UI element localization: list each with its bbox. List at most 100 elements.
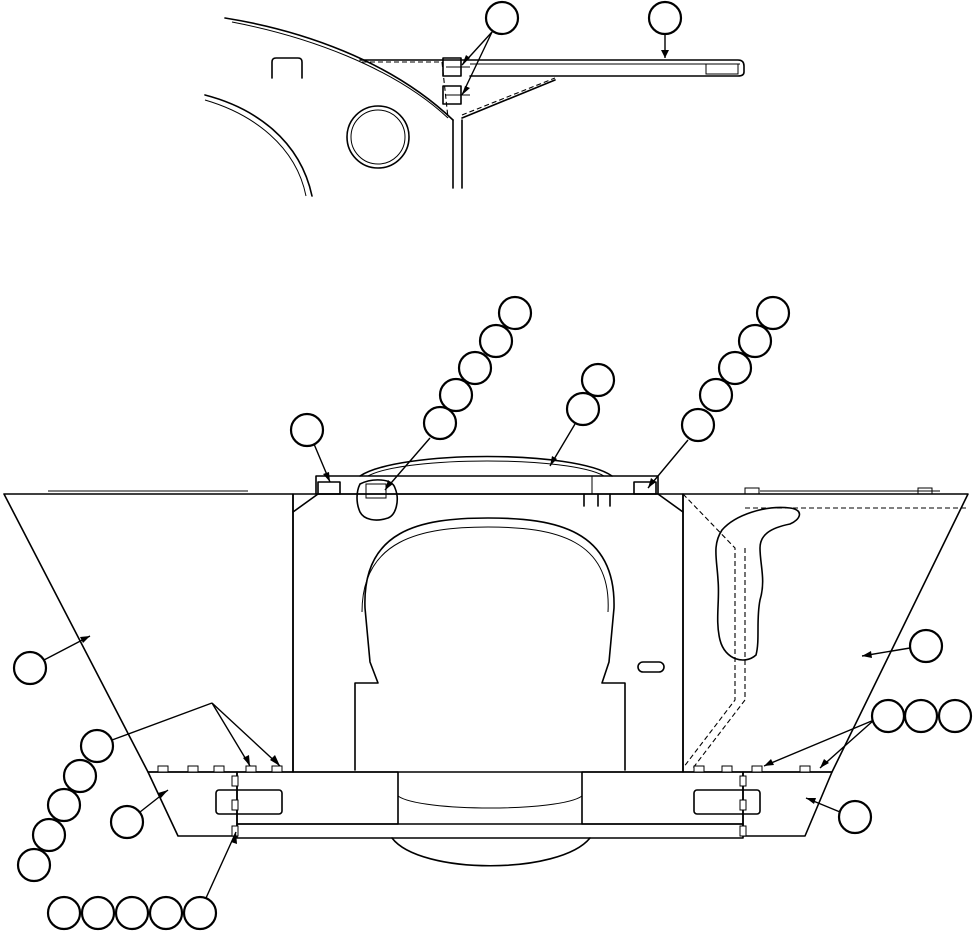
callout-balloon xyxy=(647,0,683,36)
arrowhead xyxy=(806,798,816,804)
arrowhead xyxy=(231,832,237,844)
right-top-tab-1 xyxy=(744,487,760,495)
arrowhead xyxy=(550,456,557,466)
callout-balloon xyxy=(580,362,616,398)
arrowhead xyxy=(462,86,470,95)
right-corner-brace xyxy=(657,493,684,513)
arrowhead xyxy=(158,790,168,798)
callout-balloon xyxy=(680,407,716,443)
callout-balloon xyxy=(438,377,474,413)
top-dome-inner xyxy=(367,460,605,477)
callout-balloon xyxy=(109,804,145,840)
right-top-tab-2 xyxy=(917,487,933,495)
lower-brace xyxy=(461,79,556,119)
callout-balloon xyxy=(937,698,973,734)
callout-balloon xyxy=(289,412,325,448)
bolt xyxy=(739,799,747,811)
bolt xyxy=(187,765,199,773)
leader-line xyxy=(819,719,875,769)
arrowhead xyxy=(764,759,774,766)
callout-balloon xyxy=(46,787,82,823)
leader-line xyxy=(111,702,213,741)
callout-balloon xyxy=(16,847,52,883)
callout-balloon xyxy=(870,698,906,734)
bolt xyxy=(231,799,239,811)
bolt xyxy=(721,765,733,773)
dashed-seal xyxy=(362,61,449,119)
bolt xyxy=(751,765,763,773)
leader-line xyxy=(211,702,281,767)
lower-wheel-arc xyxy=(391,837,591,867)
leader-line xyxy=(763,719,875,767)
callout-balloon xyxy=(717,350,753,386)
bolt xyxy=(739,775,747,787)
fender-lower-arc-inner xyxy=(204,99,307,197)
top-dome xyxy=(359,455,613,477)
bolt xyxy=(693,765,705,773)
leader-lines xyxy=(43,31,911,899)
main-view xyxy=(3,455,969,867)
callout-balloon xyxy=(737,323,773,359)
left-beam-clamp xyxy=(317,481,341,495)
callout-balloon xyxy=(62,758,98,794)
callout-balloon xyxy=(422,405,458,441)
leader-line xyxy=(647,439,689,489)
left-base-plate xyxy=(147,771,238,837)
arrowhead xyxy=(820,759,829,768)
arrowhead xyxy=(80,636,90,643)
center-tie-bar xyxy=(236,823,744,839)
top-detail-view xyxy=(204,17,745,197)
right-beam-clamp xyxy=(633,481,657,495)
arrowhead xyxy=(648,478,656,488)
fender-inner-curve xyxy=(231,21,449,119)
bolt xyxy=(271,765,283,773)
arrowhead xyxy=(243,755,250,766)
arrowhead xyxy=(385,480,393,490)
callout-balloon xyxy=(565,391,601,427)
callout-balloon xyxy=(478,323,514,359)
arrowhead xyxy=(661,50,669,58)
cover-plate xyxy=(359,59,745,77)
arrowhead xyxy=(862,651,872,658)
callout-balloon xyxy=(182,895,218,931)
dashed-hose-1 xyxy=(682,493,736,769)
callout-balloon xyxy=(837,799,873,835)
bracket-outline xyxy=(271,57,303,79)
left-base-window xyxy=(215,789,283,815)
callout-balloon xyxy=(79,728,115,764)
callout-balloon xyxy=(31,817,67,853)
bolt xyxy=(739,825,747,837)
left-break-clamp xyxy=(365,483,387,499)
arrowhead xyxy=(462,55,470,65)
callout-balloon xyxy=(908,628,944,664)
callout-balloons xyxy=(12,0,973,931)
dashed-seal-2 xyxy=(461,77,556,116)
callout-balloon xyxy=(148,895,184,931)
right-lower-block xyxy=(581,771,744,825)
top-beam xyxy=(315,475,659,495)
plate-end-slot xyxy=(705,63,739,75)
callout-balloon xyxy=(114,895,150,931)
arrowhead xyxy=(270,755,280,766)
callout-balloon xyxy=(46,895,82,931)
left-break-outline xyxy=(356,479,398,521)
center-inner-link xyxy=(397,795,583,809)
callout-balloon xyxy=(903,698,939,734)
arched-opening xyxy=(354,517,626,771)
left-side-panel xyxy=(3,493,294,773)
callout-balloon xyxy=(497,295,533,331)
fender-lower-arc xyxy=(204,94,313,197)
bolt xyxy=(213,765,225,773)
leader-line xyxy=(461,31,493,96)
arrowhead xyxy=(323,472,330,482)
leader-line xyxy=(205,831,237,899)
bolt xyxy=(231,775,239,787)
fender-outer-curve xyxy=(224,17,454,121)
right-break-outline xyxy=(715,506,801,661)
bolt xyxy=(245,765,257,773)
callout-balloon xyxy=(698,377,734,413)
callout-balloon xyxy=(484,0,520,36)
callout-balloon xyxy=(457,350,493,386)
round-hole xyxy=(346,105,410,169)
